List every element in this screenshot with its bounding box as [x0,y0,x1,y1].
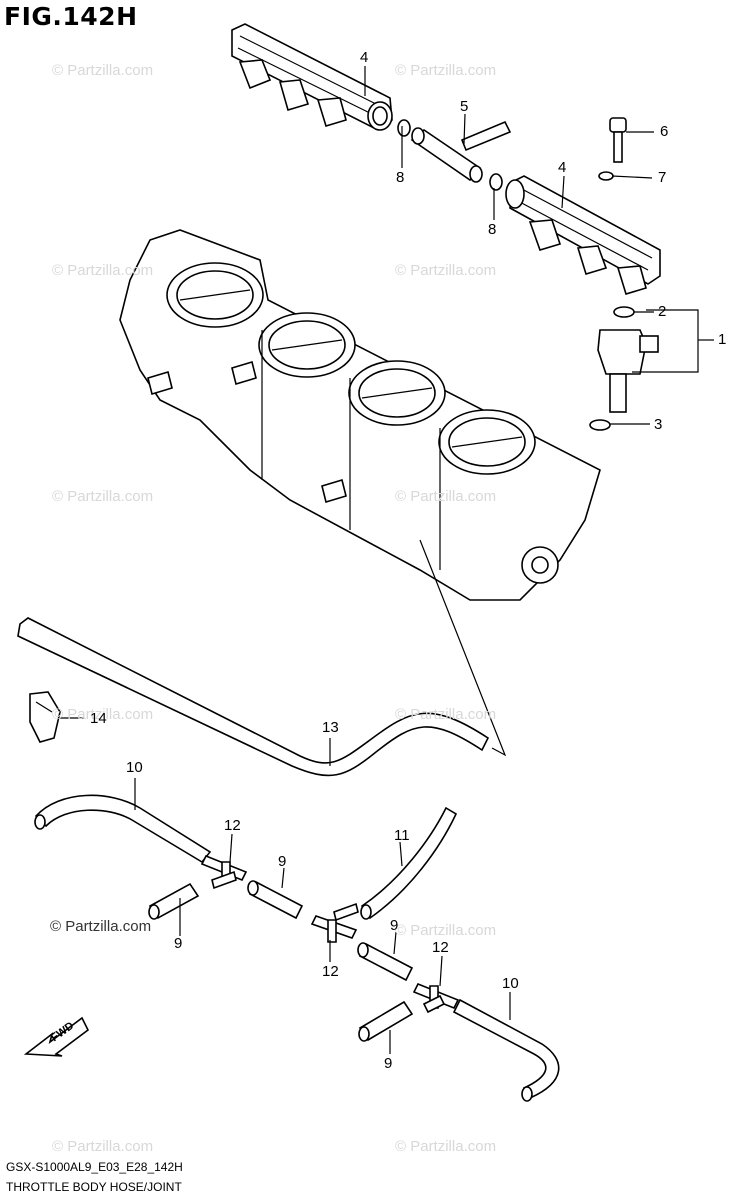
callout-12[interactable]: 12 [322,963,339,980]
watermark: © Partzilla.com [52,262,154,279]
callout-9[interactable]: 9 [390,917,399,934]
fuel-rail-lower[interactable] [505,175,661,295]
hose-9-a[interactable] [148,882,200,920]
watermark-dark: © Partzilla.com [50,918,152,935]
callout-9[interactable]: 9 [278,853,287,870]
callout-10[interactable]: 10 [502,975,519,992]
callout-1[interactable]: 1 [718,331,727,348]
watermark: © Partzilla.com [52,706,154,723]
callout-4[interactable]: 4 [558,159,567,176]
callout-13[interactable]: 13 [322,719,339,736]
fuel-rail-upper[interactable] [231,23,393,131]
callout-2[interactable]: 2 [658,303,667,320]
figure-title: FIG.142H [4,2,138,31]
callout-5[interactable]: 5 [460,98,469,115]
callout-6[interactable]: 6 [660,123,669,140]
callout-8[interactable]: 8 [488,221,497,238]
joint-12-right[interactable] [412,982,460,1014]
watermark: © Partzilla.com [395,922,497,939]
throttle-body-assembly[interactable] [119,229,601,601]
bolt-and-washer[interactable] [598,117,627,181]
watermark: © Partzilla.com [395,488,497,505]
watermark: © Partzilla.com [395,62,497,79]
hose-13[interactable] [17,617,490,777]
fwd-arrow [23,1016,90,1057]
watermark: © Partzilla.com [52,1138,154,1155]
callout-9[interactable]: 9 [174,935,183,952]
joint-12-left[interactable] [200,854,248,890]
callout-7[interactable]: 7 [658,169,667,186]
watermark: © Partzilla.com [395,1138,497,1155]
hose-9-b[interactable] [247,880,304,920]
callout-10[interactable]: 10 [126,759,143,776]
hose-10-right[interactable] [452,998,560,1102]
joint-12-middle[interactable] [310,902,359,943]
watermark: © Partzilla.com [52,488,154,505]
leader-line [419,539,507,757]
watermark: © Partzilla.com [395,706,497,723]
callout-12[interactable]: 12 [432,939,449,956]
callout-3[interactable]: 3 [654,416,663,433]
clamp-14[interactable] [29,691,61,743]
callout-8[interactable]: 8 [396,169,405,186]
callout-14[interactable]: 14 [90,710,107,727]
callout-12[interactable]: 12 [224,817,241,834]
callout-leaders [60,66,714,1054]
watermark: © Partzilla.com [395,262,497,279]
hose-9-c[interactable] [357,942,414,982]
hose-10-left[interactable] [34,794,212,864]
callout-11[interactable]: 11 [394,827,410,844]
fuel-joint-pipe[interactable] [397,119,512,191]
fuel-injector[interactable] [589,306,659,431]
hose-9-d[interactable] [358,1000,414,1042]
hose-11[interactable] [360,806,458,920]
callout-9[interactable]: 9 [384,1055,393,1072]
footer-name: THROTTLE BODY HOSE/JOINT [6,1180,182,1194]
watermark: © Partzilla.com [52,62,154,79]
footer-code: GSX-S1000AL9_E03_E28_142H [6,1160,183,1174]
callout-4[interactable]: 4 [360,49,369,66]
